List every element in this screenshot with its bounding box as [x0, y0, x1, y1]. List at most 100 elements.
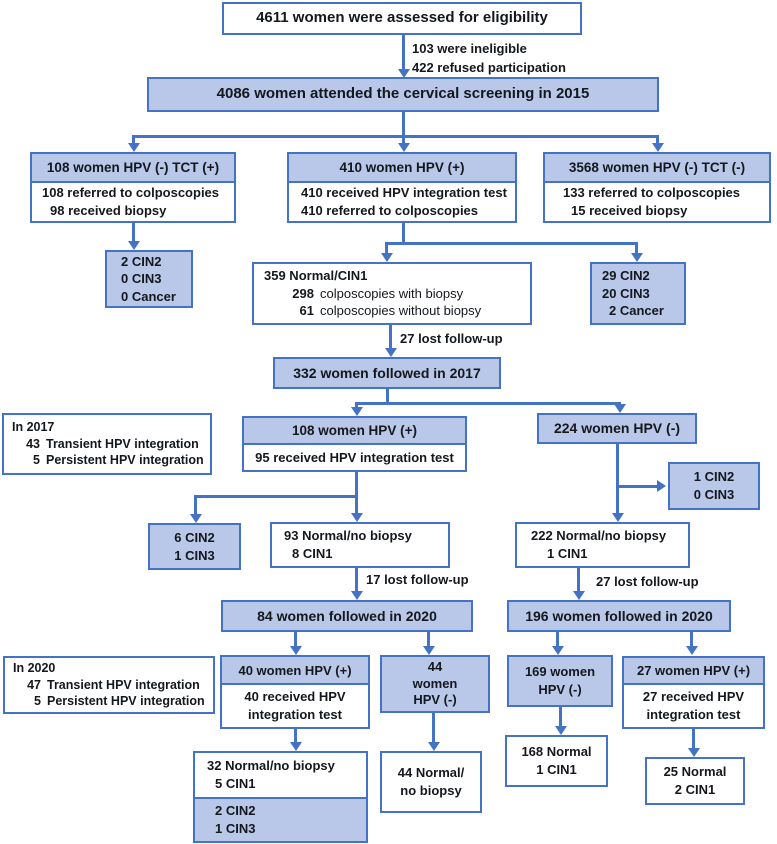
box-eligibility-text: 4611 women were assessed for eligibility	[256, 9, 548, 27]
followed-2020-left-text: 84 women followed in 2020	[257, 607, 437, 624]
hpv-pos-2020-right-header: 27 women HPV (+)	[624, 658, 763, 685]
arrowhead-down	[350, 513, 363, 522]
normal-2015-item1: 298 colposcopies with biopsy	[264, 285, 530, 303]
flow-line	[615, 444, 619, 513]
result-2020-a-blue2: 1 CIN3	[215, 821, 256, 836]
note-2020-item2-text: Persistent HPV integration	[47, 694, 205, 709]
normal-pos-2017-line2: 8 CIN1	[292, 546, 333, 561]
box-normal-2015: 359 Normal/CIN1 298 colposcopies with bi…	[252, 262, 532, 325]
arrowhead-down	[687, 748, 700, 757]
outcome-pos-2017-line2: 1 CIN3	[174, 547, 215, 563]
box-outcome-hpv-pos: 29 CIN2 20 CIN3 2 Cancer	[590, 262, 686, 325]
flow-line	[617, 402, 621, 404]
result-2020-d-line2: 2 CIN1	[674, 782, 716, 797]
result-2020-a-white2: 5 CIN1	[215, 776, 256, 791]
arrowhead-down	[127, 143, 140, 152]
box-result-2020-a: 32 Normal/no biopsy 5 CIN1 2 CIN2 1 CIN3	[193, 751, 368, 843]
flow-line	[691, 729, 695, 748]
hpv-pos-2020-right-body1: 27 received HPV	[642, 689, 745, 705]
note-2017-title: In 2017	[12, 419, 55, 434]
flow-line	[401, 35, 405, 70]
flow-line	[555, 632, 559, 646]
arm-tct-pos-body1: 108 referred to colposcopies	[42, 185, 220, 201]
box-outcome-pos-2017: 6 CIN2 1 CIN3	[148, 523, 241, 570]
box-note-2020: In 2020 47 Transient HPV integration 5 P…	[3, 656, 215, 714]
arrowhead-down	[384, 348, 397, 357]
result-2020-c-line2: 1 CIN1	[536, 762, 577, 777]
flow-line	[655, 135, 659, 144]
hpv-pos-2020-left-header: 40 women HPV (+)	[222, 657, 368, 685]
result-2020-d-line1: 25 Normal	[663, 764, 727, 780]
flow-line	[558, 707, 562, 726]
arrowhead-down	[427, 742, 440, 751]
box-eligibility: 4611 women were assessed for eligibility	[222, 2, 582, 35]
outcome-tct-pos-line2: 0 CIN3	[121, 271, 162, 287]
flow-line	[615, 484, 658, 488]
box-arm-hpv-pos: 410 women HPV (+) 410 received HPV integ…	[287, 152, 517, 223]
outcome-hpv-pos-line3: 2 Cancer	[609, 303, 664, 319]
box-screening-2015-text: 4086 women attended the cervical screeni…	[216, 85, 590, 103]
arrowhead-down	[685, 646, 698, 655]
flow-line	[426, 632, 430, 646]
note-2020-title: In 2020	[13, 660, 56, 675]
arrowhead-down	[127, 241, 140, 250]
flow-line	[401, 112, 405, 138]
note-2017-item1-num: 43	[26, 436, 40, 451]
hpv-neg-2020-right-line2: HPV (-)	[538, 682, 582, 697]
arrowhead-down	[630, 253, 643, 262]
hpv-pos-2020-left-body2: integration test	[248, 707, 342, 722]
flow-line	[354, 495, 358, 513]
result-2020-a-white1: 32 Normal/no biopsy	[207, 758, 335, 774]
hpv-pos-2017-header: 108 women HPV (+)	[244, 418, 465, 445]
outcome-hpv-pos-line1: 29 CIN2	[602, 268, 650, 284]
flow-line	[576, 568, 580, 592]
label-excluded-line1: 103 were ineligible	[412, 41, 527, 56]
hpv-neg-2020-right-line1: 169 women	[524, 664, 596, 680]
box-arm-tct-pos: 108 women HPV (-) TCT (+) 108 referred t…	[30, 152, 236, 223]
flow-line	[388, 325, 392, 348]
box-outcome-tct-pos: 2 CIN2 0 CIN3 0 Cancer	[105, 250, 193, 308]
result-2020-b-line1: 44 Normal/	[397, 765, 465, 781]
flow-line	[354, 568, 358, 592]
box-arm-tct-pos-header: 108 women HPV (-) TCT (+)	[32, 154, 234, 183]
box-hpv-pos-2017: 108 women HPV (+) 95 received HPV integr…	[242, 416, 467, 472]
flow-line	[354, 472, 358, 498]
arrowhead-down	[613, 404, 626, 413]
normal-neg-2017-line1: 222 Normal/no biopsy	[531, 528, 667, 544]
flow-line	[131, 135, 659, 138]
followed-2020-right-text: 196 women followed in 2020	[525, 607, 713, 624]
normal-2015-item2-text: colposcopies without biopsy	[320, 303, 482, 319]
arrowhead-down	[422, 646, 435, 655]
arm-hpv-pos-body2: 410 referred to colposcopies	[301, 203, 479, 218]
note-2017-item2-num: 5	[33, 453, 40, 468]
arrowhead-down	[397, 143, 410, 152]
normal-pos-2017-line1: 93 Normal/no biopsy	[284, 528, 412, 544]
hpv-pos-2017-body: 95 received HPV integration test	[255, 449, 454, 465]
label-excluded: 103 were ineligible 422 refused particip…	[412, 40, 566, 78]
arrowhead-down	[289, 742, 302, 751]
box-arm-tct-neg-header: 3568 women HPV (-) TCT (-)	[545, 154, 769, 183]
hpv-neg-2020-left-line3: HPV (-)	[413, 692, 457, 708]
flow-line	[193, 495, 197, 514]
flow-line	[384, 242, 388, 253]
arrowhead-down	[397, 69, 410, 78]
result-2020-a-blue1: 2 CIN2	[215, 803, 256, 819]
flow-line	[354, 402, 621, 405]
flow-line	[431, 713, 435, 742]
flow-line	[401, 135, 405, 144]
normal-2015-item2: 61 colposcopies without biopsy	[264, 302, 530, 320]
note-2017-item1-text: Transient HPV integration	[46, 436, 199, 451]
result-2020-b-line2: no biopsy	[400, 783, 462, 798]
flow-line	[689, 632, 693, 646]
arrowhead-down	[380, 253, 393, 262]
box-result-2020-c: 168 Normal 1 CIN1	[505, 735, 608, 787]
arrowhead-down	[350, 407, 363, 416]
arrowhead-down	[554, 726, 567, 735]
label-lost-2017-left: 17 lost follow-up	[366, 572, 469, 587]
box-outcome-neg-2017: 1 CIN2 0 CIN3	[668, 462, 760, 510]
box-screening-2015: 4086 women attended the cervical screeni…	[147, 77, 659, 112]
note-2020-item1-text: Transient HPV integration	[47, 677, 200, 692]
outcome-hpv-pos-line2: 20 CIN3	[602, 285, 650, 301]
arm-tct-neg-body1: 133 referred to colposcopies	[563, 185, 741, 201]
outcome-pos-2017-line1: 6 CIN2	[174, 529, 215, 545]
